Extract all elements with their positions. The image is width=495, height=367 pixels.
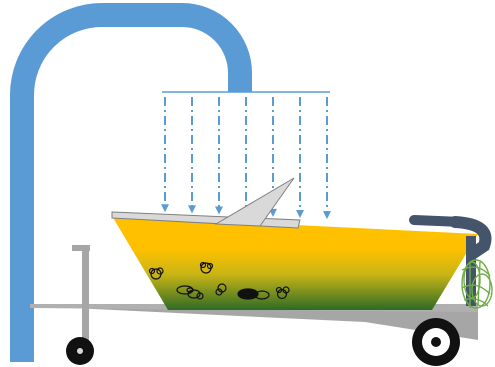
boat-hull — [112, 216, 478, 310]
jack-wheel — [66, 337, 94, 365]
trailer-jack — [72, 245, 90, 345]
water-stream-arrowhead — [215, 207, 223, 215]
water-stream-arrowhead — [188, 205, 196, 213]
water-spray — [161, 97, 331, 219]
trailer-wheel — [412, 318, 460, 366]
water-stream-arrowhead — [323, 211, 331, 219]
water-stream-arrowhead — [296, 210, 304, 218]
water-stream-arrowhead — [161, 204, 169, 212]
